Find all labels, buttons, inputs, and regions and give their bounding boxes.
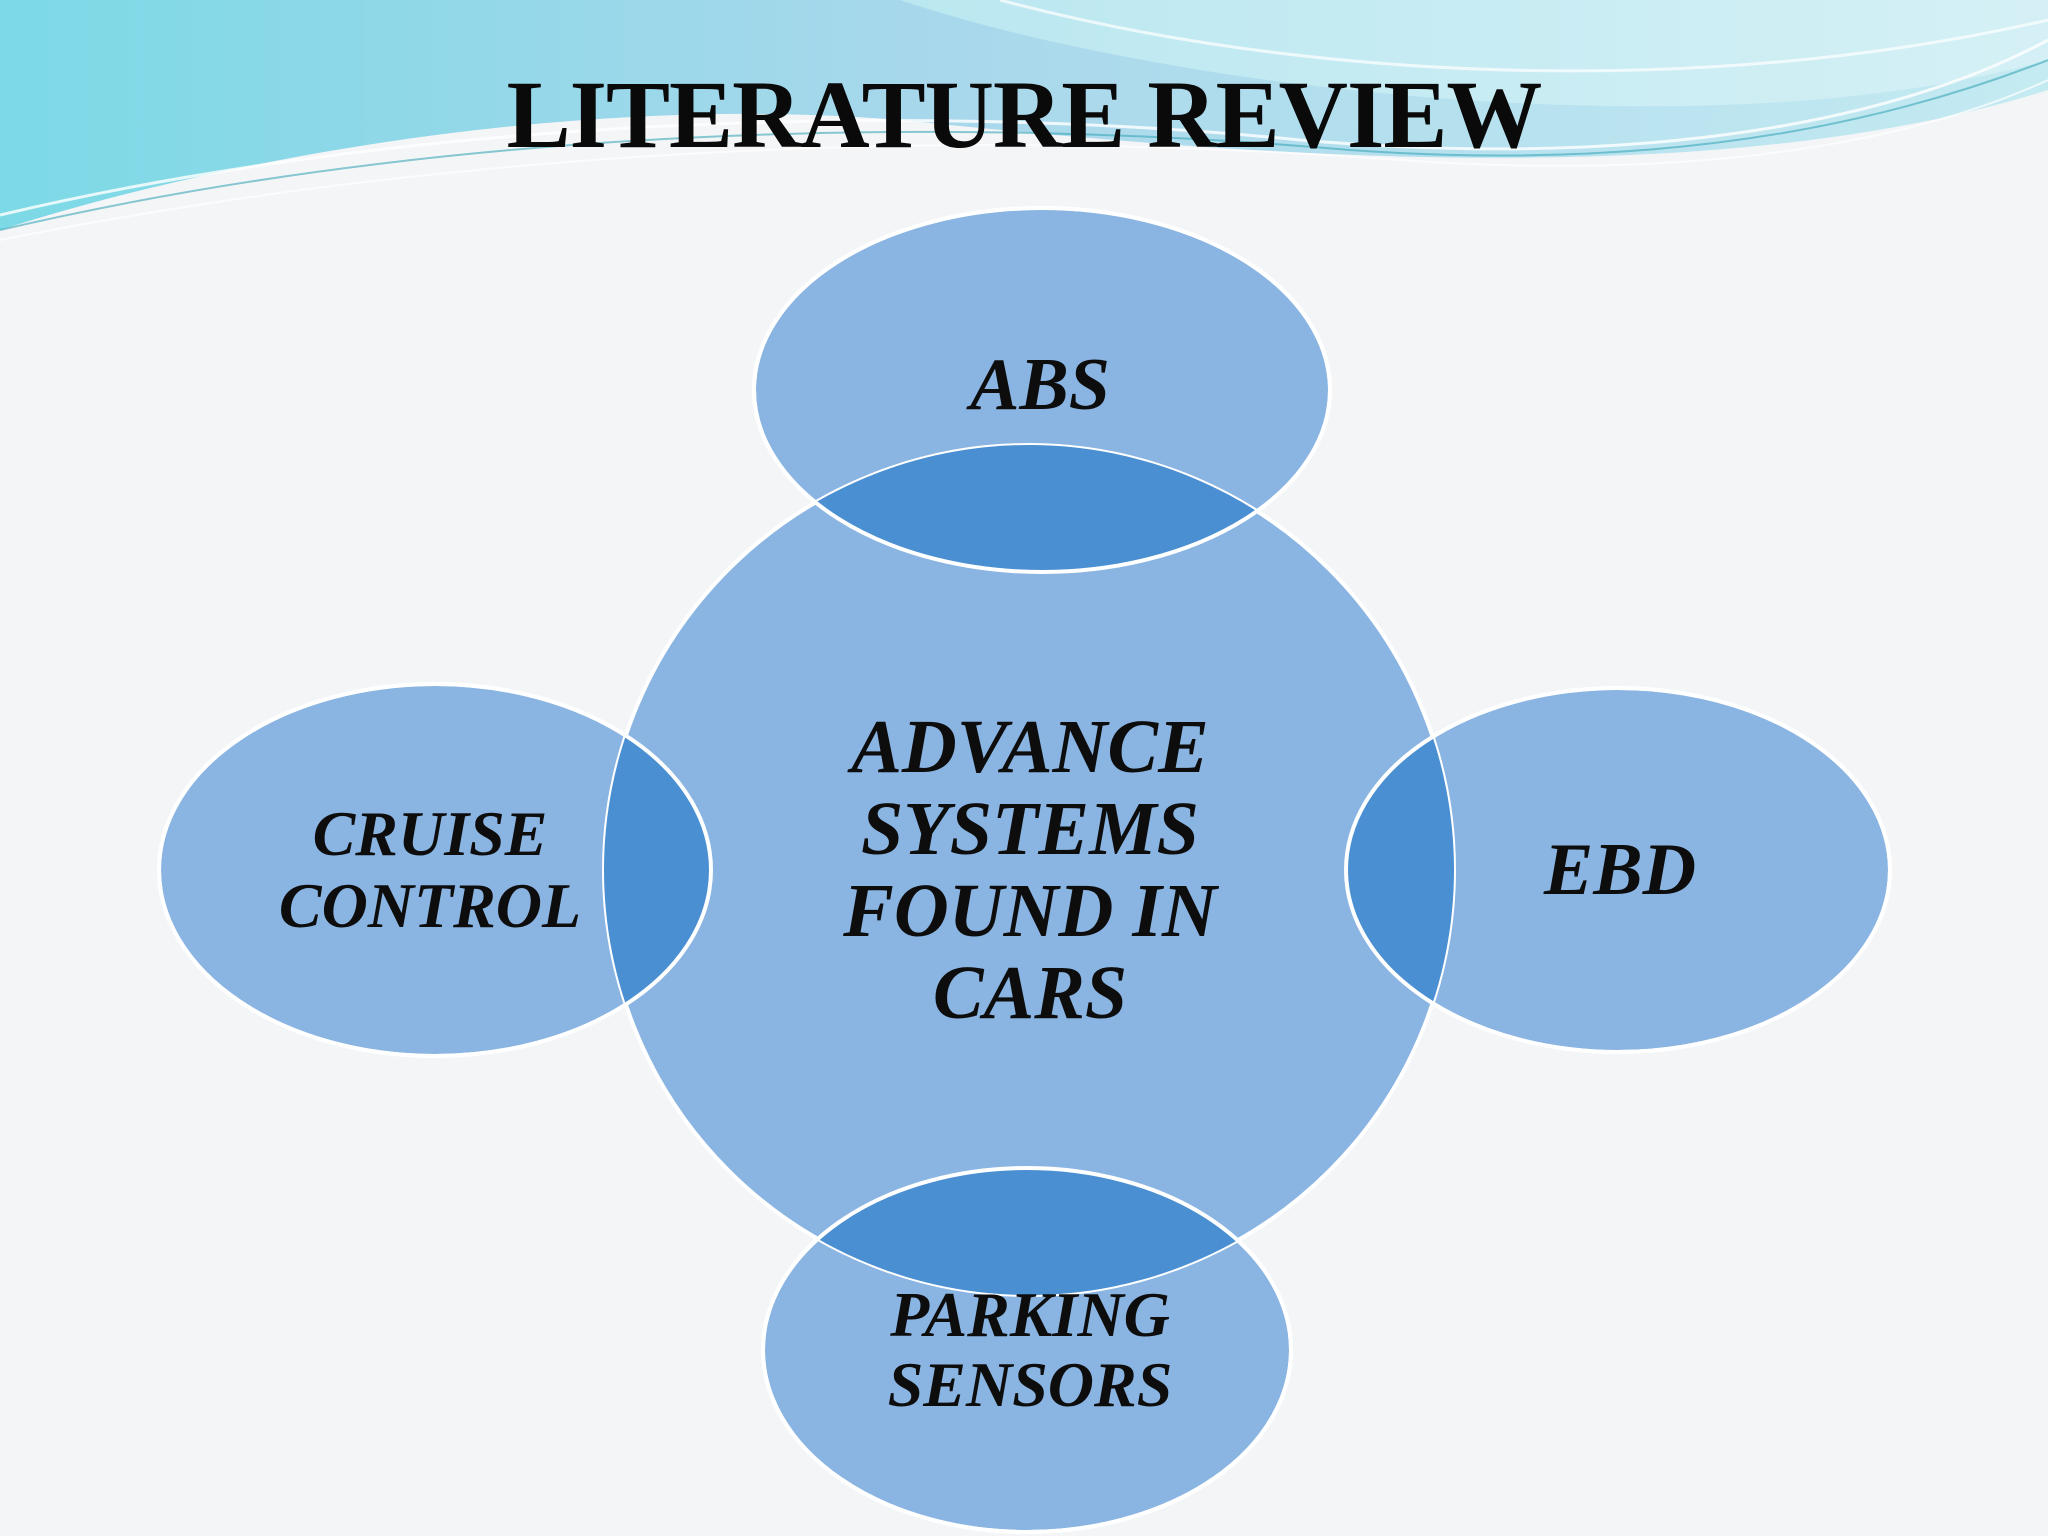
node-top-label: ABS (970, 343, 1110, 426)
overlap-regions (604, 445, 1454, 1295)
node-bottom-outline (761, 1166, 1293, 1534)
slide-title: LITERATURE REVIEW (506, 61, 1543, 168)
node-right-outline (1344, 686, 1892, 1054)
overlap-top (754, 445, 1330, 572)
node-left-label: CRUISE CONTROL (278, 798, 582, 941)
node-center-label: ADVANCE SYSTEMS FOUND IN CARS (843, 705, 1217, 1035)
node-top-outline (752, 206, 1332, 574)
node-right-label: EBD (1543, 828, 1697, 911)
node-bottom-label: PARKING SENSORS (887, 1279, 1173, 1420)
overlap-bottom (763, 1168, 1291, 1295)
node-left-outline (157, 682, 713, 1058)
